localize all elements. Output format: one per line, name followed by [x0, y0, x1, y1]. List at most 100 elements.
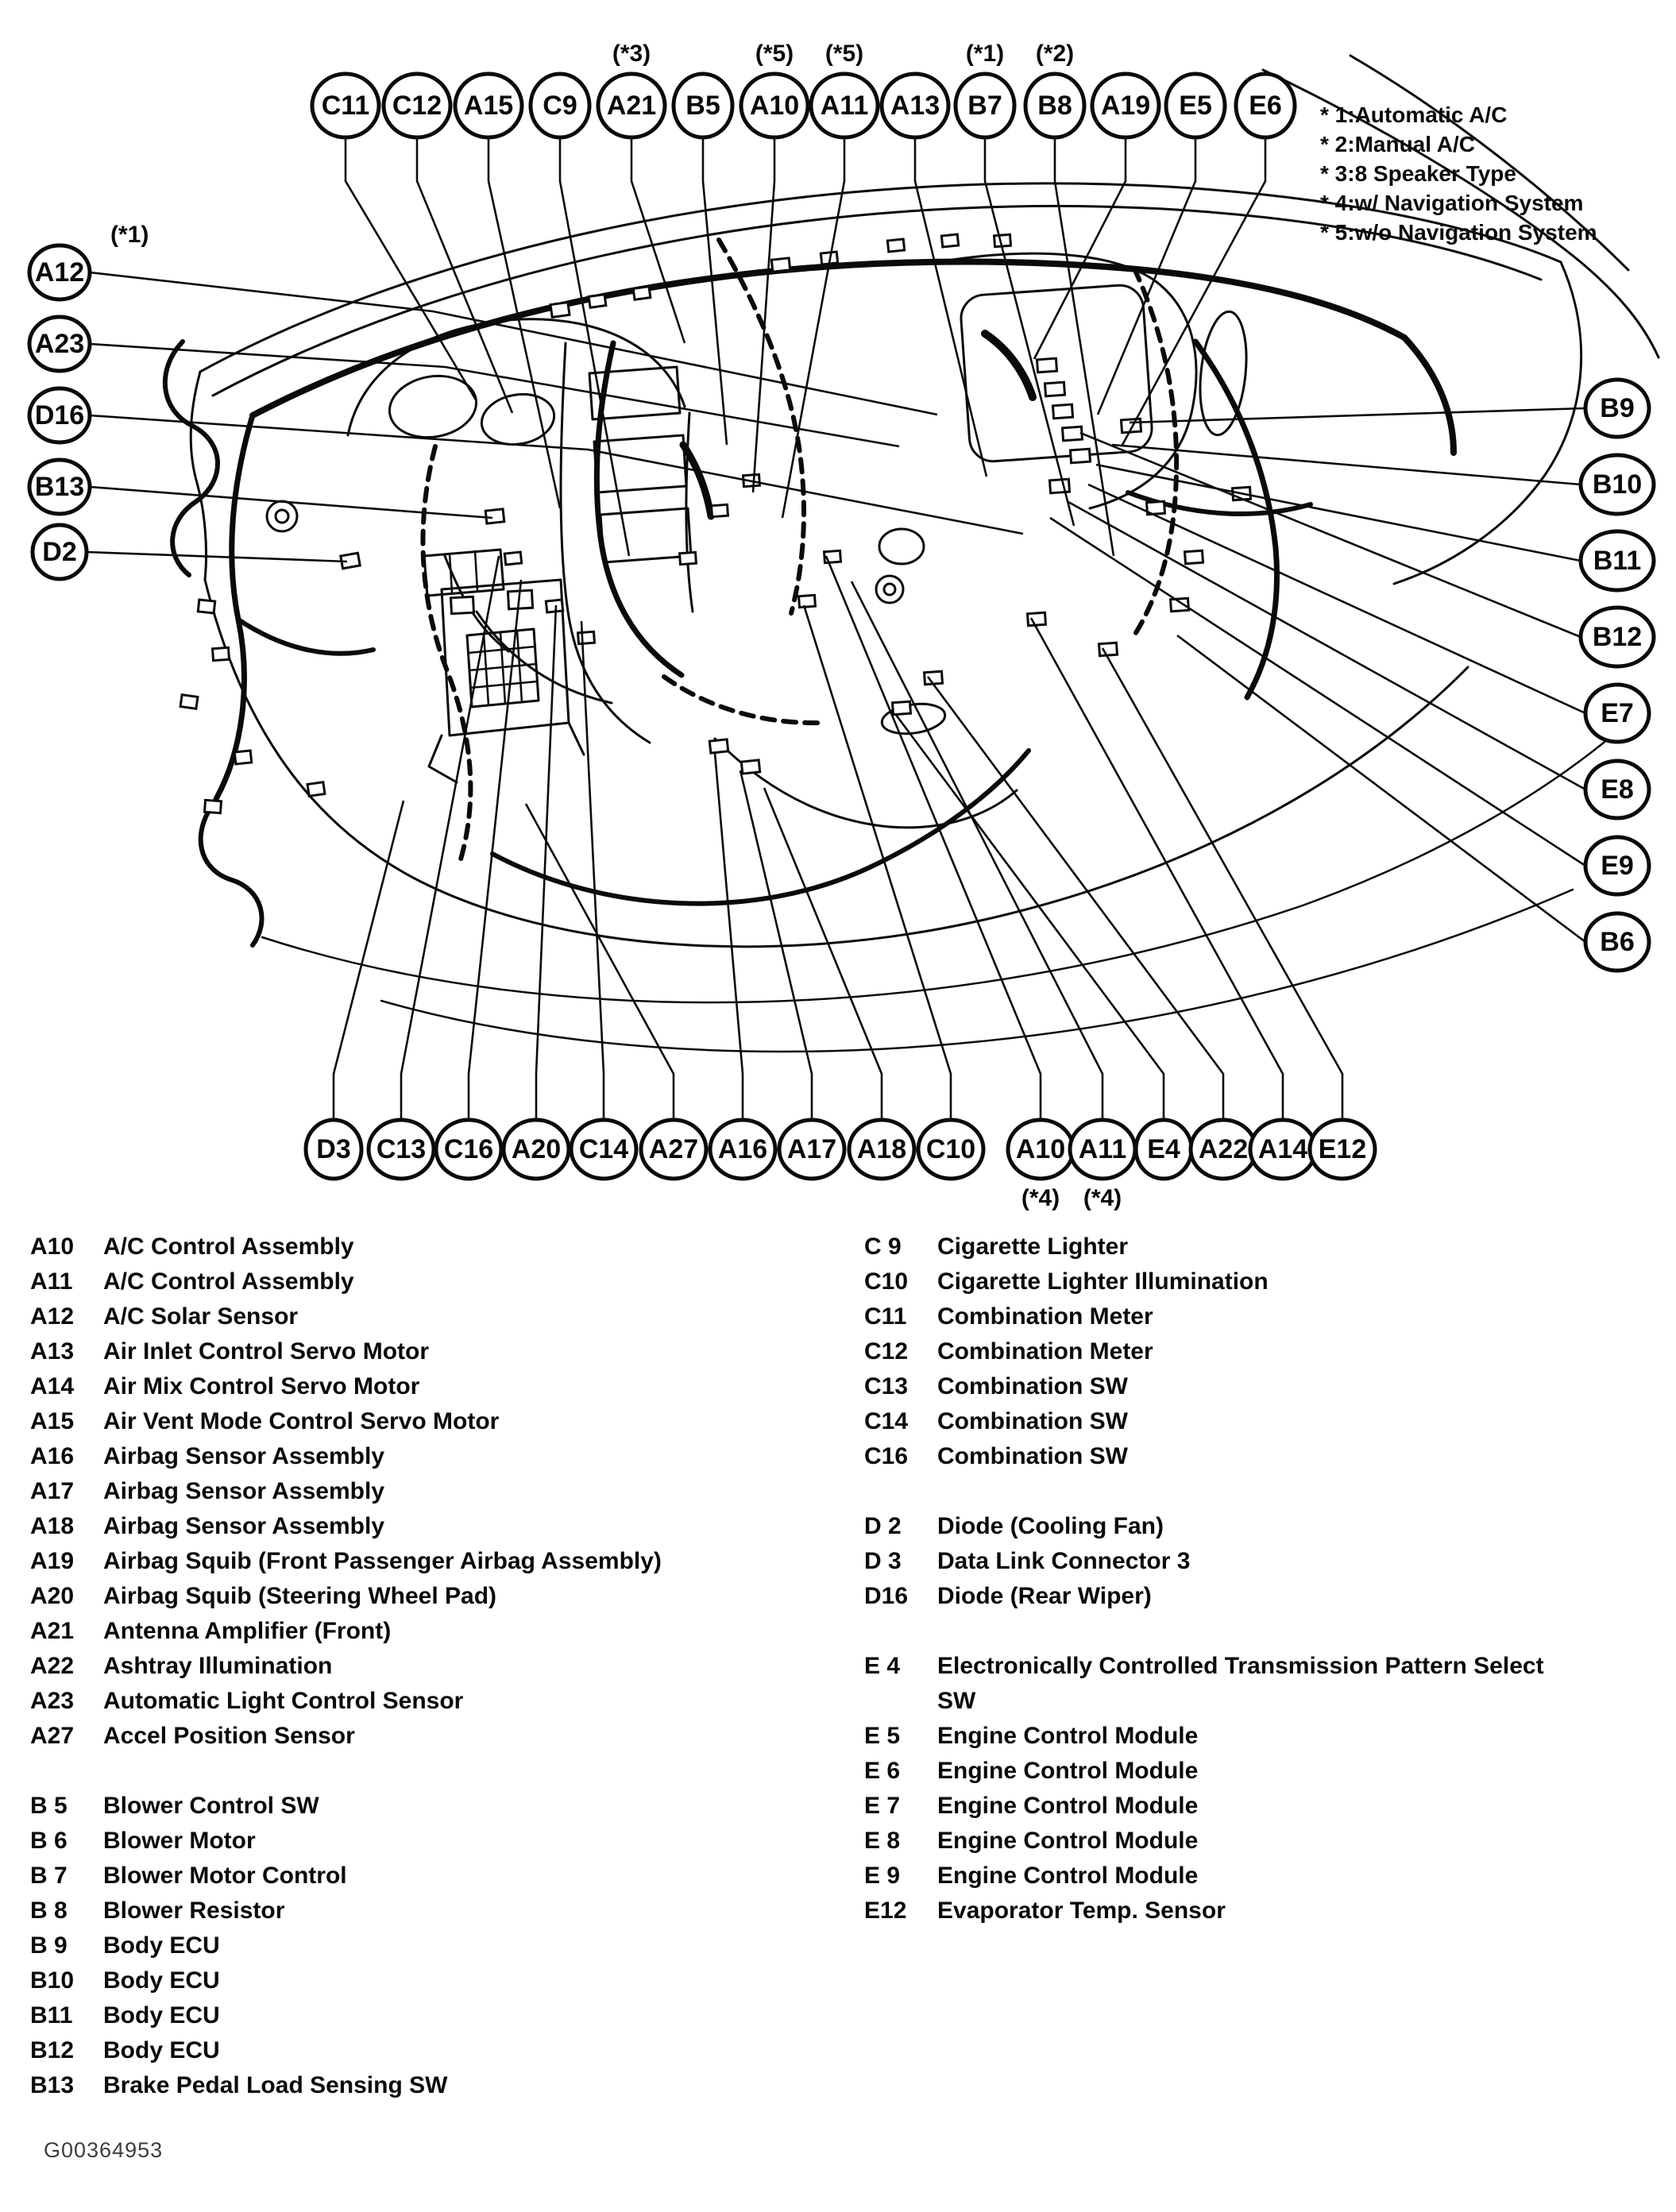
legend-entry-E8: E 8 Engine Control Module — [864, 1824, 1651, 1859]
callout-label-A13: A13 — [890, 91, 940, 121]
callout-leader-A19 — [1033, 137, 1127, 360]
callout-leader-A10 — [824, 555, 1042, 1120]
callout-label-C14: C14 — [579, 1134, 628, 1164]
connector-box — [1168, 596, 1191, 613]
connector-box — [631, 284, 652, 302]
callout-circle-C10 — [916, 1118, 986, 1181]
connector-box — [797, 593, 817, 609]
legend-code: E 4 — [864, 1653, 901, 1679]
callout-leader-A13 — [913, 137, 988, 477]
callout-label-B12: B12 — [1593, 622, 1642, 652]
legend-name: A/C Control Assembly — [103, 1268, 354, 1295]
connector-box — [1025, 611, 1048, 627]
connector-box — [196, 598, 217, 615]
connector-box — [770, 257, 792, 273]
legend-name: Body ECU — [103, 2037, 220, 2063]
callout-leader-E4 — [894, 714, 1165, 1120]
callout-label-E5: E5 — [1179, 91, 1212, 121]
legend-name: Airbag Sensor Assembly — [103, 1513, 385, 1539]
legend-name: A/C Solar Sensor — [103, 1303, 299, 1330]
callout-circle-E5 — [1164, 71, 1227, 140]
legend-spacer — [864, 1474, 1651, 1509]
legend-code: D16 — [864, 1583, 909, 1609]
legend-code: A14 — [30, 1373, 75, 1399]
callout-label-A10: A10 — [1016, 1134, 1065, 1164]
callout-leader-B10 — [1111, 443, 1581, 486]
callout-label-E8: E8 — [1601, 774, 1634, 805]
callout-leader-C9 — [558, 137, 631, 557]
legend-code: C11 — [864, 1303, 907, 1330]
callout-circle-B11 — [1578, 529, 1656, 593]
legend-name: Body ECU — [103, 2002, 220, 2029]
legend-code: C14 — [864, 1408, 909, 1434]
callout-circle-E8 — [1583, 759, 1651, 820]
legend-code: A27 — [30, 1723, 75, 1749]
callout-note-A12: (*1) — [110, 222, 149, 248]
connector-box — [1145, 500, 1167, 516]
callout-circle-A20 — [501, 1118, 571, 1181]
connector-box — [740, 759, 762, 775]
connector-box — [210, 646, 231, 662]
callout-circle-A16 — [708, 1118, 778, 1181]
callout-leader-A23 — [89, 342, 900, 448]
callout-leader-E8 — [1068, 500, 1586, 791]
legend-code: C13 — [864, 1373, 909, 1399]
callout-label-A11: A11 — [821, 91, 869, 121]
connector-box — [1051, 403, 1075, 420]
callout-label-B13: B13 — [35, 472, 84, 502]
legend-name: Airbag Sensor Assembly — [103, 1443, 385, 1469]
legend-name: Diode (Rear Wiper) — [937, 1583, 1152, 1609]
callout-label-D2: D2 — [42, 537, 76, 567]
legend-code: D 3 — [864, 1548, 902, 1574]
callout-leader-E7 — [1087, 483, 1586, 715]
connector-box — [709, 503, 730, 519]
legend-code: C16 — [864, 1443, 909, 1469]
connector-box — [576, 630, 597, 646]
callout-leader-B9 — [1129, 407, 1586, 424]
legend-code: A19 — [30, 1548, 75, 1574]
legend-name: Engine Control Module — [937, 1828, 1199, 1854]
callout-label-A17: A17 — [787, 1134, 836, 1164]
connector-box — [544, 598, 565, 614]
legend-name: Air Vent Mode Control Servo Motor — [103, 1408, 500, 1434]
dashboard-line-art — [162, 54, 1660, 1053]
legend-name: Engine Control Module — [937, 1758, 1199, 1784]
callout-circle-A13 — [879, 71, 951, 140]
legend-code: E 9 — [864, 1863, 901, 1889]
callout-label-A21: A21 — [607, 91, 656, 121]
legend-code: B 8 — [30, 1897, 68, 1924]
callout-leader-B13 — [89, 485, 493, 519]
legend-code: A13 — [30, 1338, 75, 1365]
legend-code: E 8 — [864, 1828, 901, 1854]
callout-circle-D3 — [303, 1118, 364, 1181]
callout-note-A10: (*5) — [755, 41, 794, 67]
connector-box — [1183, 549, 1205, 566]
callout-label-A10: A10 — [750, 91, 799, 121]
legend-code: E 5 — [864, 1723, 901, 1749]
legend-code: E12 — [864, 1897, 907, 1924]
callout-circle-B7 — [953, 71, 1017, 140]
callout-leader-C10 — [802, 604, 952, 1120]
connector-box — [449, 595, 476, 616]
callout-circle-B8 — [1023, 71, 1087, 140]
callout-label-E7: E7 — [1601, 698, 1634, 728]
legend-code: A10 — [30, 1233, 75, 1260]
callout-circle-E7 — [1583, 682, 1651, 744]
callout-label-A19: A19 — [1101, 91, 1150, 121]
legend-code: B 7 — [30, 1863, 68, 1889]
